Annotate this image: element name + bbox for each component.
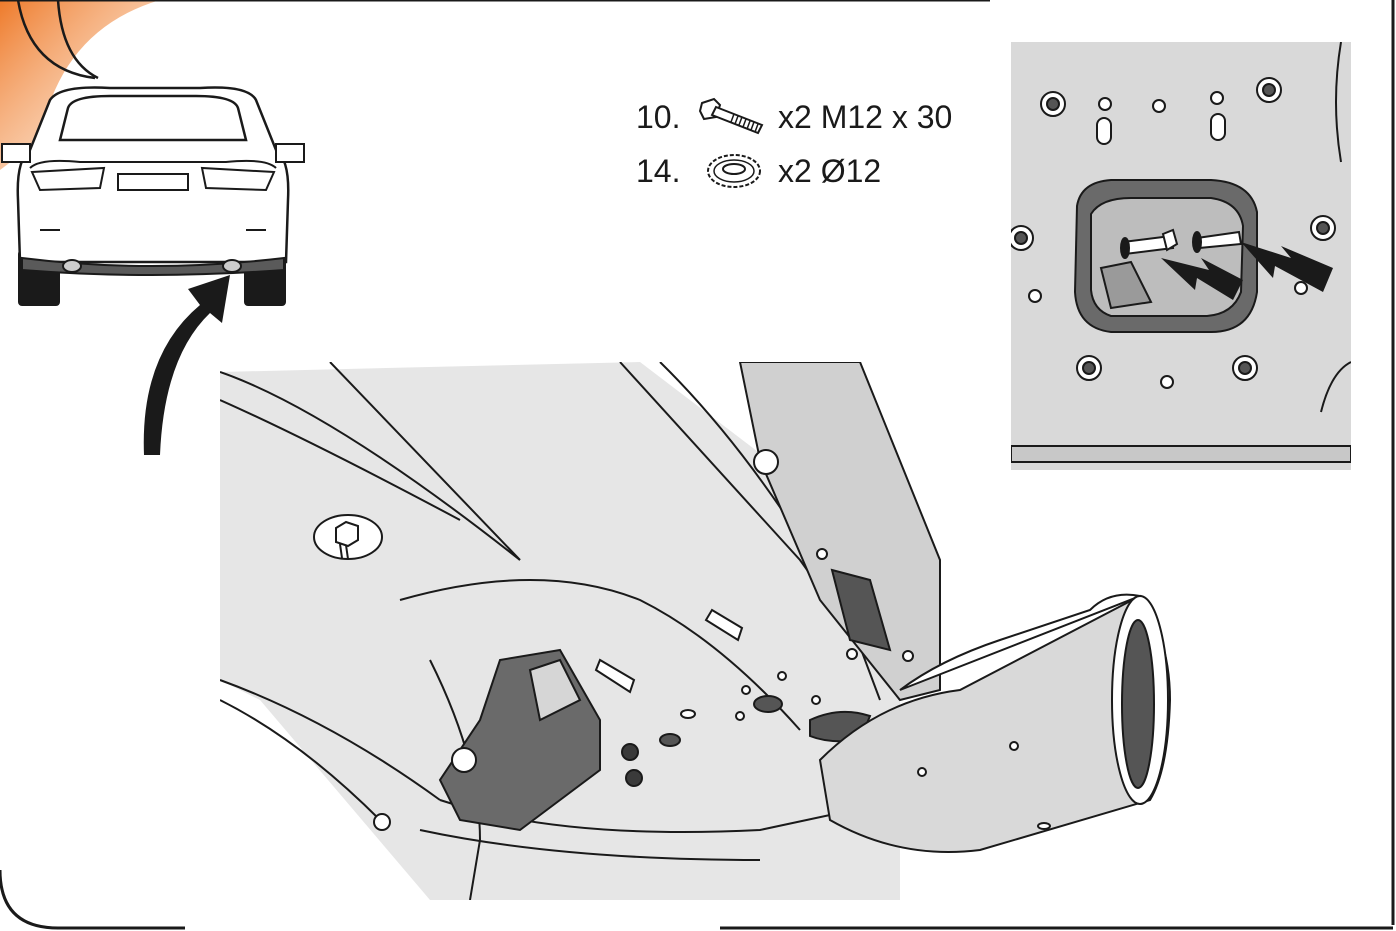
part-item-washer: 14. x2 Ø12 bbox=[636, 146, 881, 196]
part-quantity: x2 M12 x 30 bbox=[778, 98, 953, 135]
pointer-arrow bbox=[143, 275, 230, 455]
detail-inset bbox=[1011, 42, 1351, 470]
part-number: 10. bbox=[636, 98, 681, 135]
car-rear-view bbox=[1, 86, 305, 306]
bolt-icon bbox=[698, 97, 764, 135]
serrated-washer-icon bbox=[707, 154, 761, 188]
part-item-bolt: 10. x2 M12 x 30 bbox=[636, 92, 952, 142]
part-quantity: x2 Ø12 bbox=[778, 152, 882, 189]
part-number: 14. bbox=[636, 152, 681, 189]
